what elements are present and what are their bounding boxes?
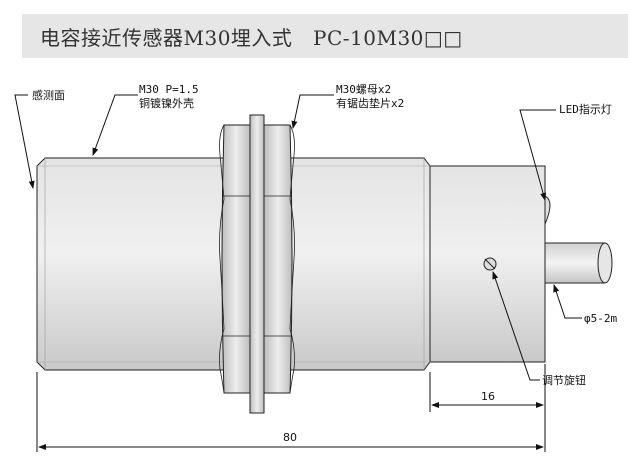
- led-indicator: [544, 195, 551, 225]
- leader-led: [519, 109, 556, 201]
- nut-right: [263, 124, 295, 394]
- label-knob: 调节旋钮: [542, 373, 586, 387]
- leader-sensing-face: [14, 94, 35, 189]
- dim-overall-length: 80: [283, 431, 297, 444]
- title-bar: 电容接近传感器M30埋入式 PC-10M30□□: [22, 14, 628, 58]
- toothed-washer: [249, 114, 265, 414]
- nut-left: [219, 124, 251, 394]
- label-housing-material: 铜镀镍外壳: [139, 96, 194, 110]
- leader-thread: [92, 94, 138, 156]
- adjustment-knob: [483, 257, 497, 271]
- label-nut: M30螺母x2: [336, 83, 391, 96]
- label-thread-spec: M30 P=1.5: [139, 83, 199, 96]
- label-sensing-face: 感测面: [32, 89, 65, 102]
- leader-knob: [492, 271, 540, 381]
- label-washer: 有锯齿垫片x2: [336, 96, 404, 110]
- leader-nut: [291, 94, 334, 129]
- cable: [544, 242, 613, 284]
- dim-rear-length: 16: [481, 390, 495, 403]
- label-cable: φ5-2m: [584, 312, 617, 325]
- label-led: LED指示灯: [559, 102, 612, 116]
- page-title: 电容接近传感器M30埋入式 PC-10M30□□: [40, 25, 463, 50]
- leader-cable: [553, 284, 582, 319]
- rear-housing: [429, 165, 546, 363]
